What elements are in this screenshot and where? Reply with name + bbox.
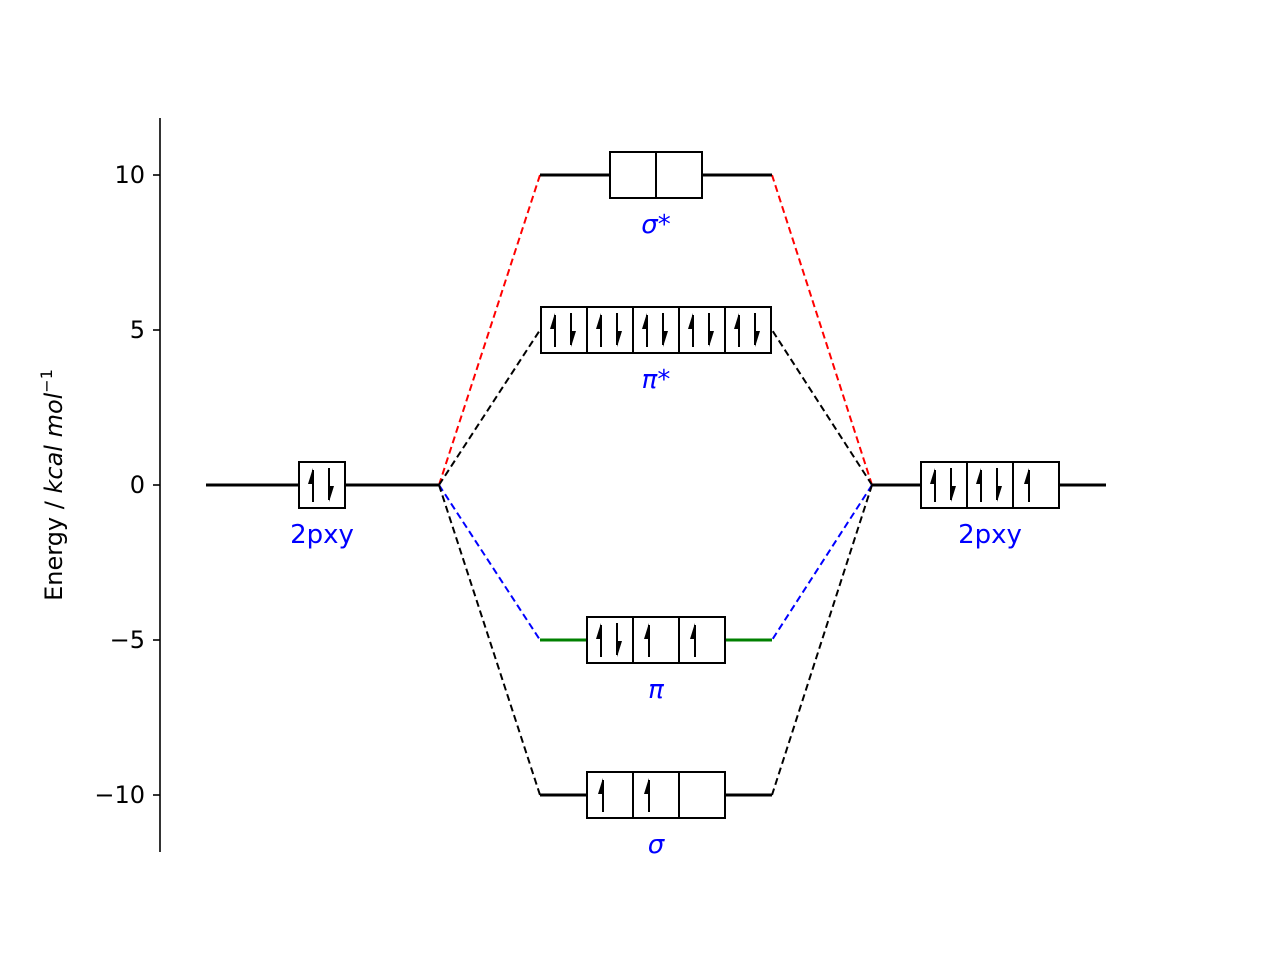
molecular-orbital-level: σ* [540,151,772,240]
energy-levels: 2pxy 2pxy σ* π* π σ [206,151,1106,860]
atomic-orbital-left: 2pxy [206,461,439,550]
y-axis-title-unit: kcal mol [40,392,68,493]
connection-line-right [771,484,873,796]
y-axis-title-exponent: −1 [37,369,56,393]
orbital-box [586,616,634,664]
orbital-label: π [648,675,664,705]
spin-up-arrowhead [644,623,649,639]
orbital-box [298,461,346,509]
orbital-box [632,306,680,354]
orbital-label: π* [642,365,671,395]
spin-up-arrowhead [598,778,603,794]
spin-up-arrowhead [308,468,313,484]
orbital-box [586,771,634,819]
molecular-orbital-level: π [540,616,772,705]
y-tick-label: 5 [130,316,145,344]
orbital-box [966,461,1014,509]
spin-up-arrowhead [596,623,601,639]
spin-up-arrowhead [688,313,693,329]
y-axis-title-plain: Energy / [40,494,68,601]
spin-up-arrowhead [596,313,601,329]
orbital-box [920,461,968,509]
connection-lines [438,174,873,796]
y-axis-ticks: 10 5 0 −5 −10 [94,161,160,809]
spin-up-arrowhead [550,313,555,329]
orbital-box [678,306,726,354]
spin-down-arrowhead [997,486,1002,502]
spin-down-arrowhead [663,331,668,347]
orbital-box [1012,461,1060,509]
spin-down-arrowhead [617,331,622,347]
molecular-orbital-level: π* [540,306,772,395]
spin-down-arrowhead [617,641,622,657]
orbital-label: 2pxy [958,520,1022,550]
spin-up-arrowhead [976,468,981,484]
atomic-orbital-right: 2pxy [872,461,1106,550]
spin-down-arrowhead [571,331,576,347]
orbital-label: 2pxy [290,520,354,550]
orbital-label: σ [648,830,666,860]
connection-line-left [438,484,541,641]
spin-up-arrowhead [734,313,739,329]
spin-up-arrowhead [1024,468,1029,484]
y-tick-label: 0 [130,471,145,499]
spin-down-arrowhead [951,486,956,502]
orbital-label: σ* [641,210,670,240]
orbital-box [586,306,634,354]
orbital-box [678,771,726,819]
spin-up-arrowhead [642,313,647,329]
orbital-box [632,616,680,664]
spin-up-arrowhead [930,468,935,484]
connection-line-right [771,174,873,486]
connection-line-right [771,329,873,486]
orbital-box [609,151,657,199]
molecular-orbital-level: σ [540,771,772,860]
y-tick-label: −10 [94,781,145,809]
connection-line-left [438,174,541,486]
connection-line-left [438,329,541,486]
orbital-box [655,151,703,199]
y-tick-label: 10 [114,161,145,189]
spin-down-arrowhead [329,486,334,502]
spin-up-arrowhead [644,778,649,794]
connection-line-left [438,484,541,796]
orbital-box [540,306,588,354]
spin-up-arrowhead [690,623,695,639]
orbital-box [632,771,680,819]
y-tick-label: −5 [110,626,145,654]
spin-down-arrowhead [755,331,760,347]
y-axis-title: Energy / kcal mol−1 [37,369,68,601]
energy-axis: 10 5 0 −5 −10 Energy / kcal mol−1 [37,118,161,852]
orbital-box [724,306,772,354]
orbital-box [678,616,726,664]
spin-down-arrowhead [709,331,714,347]
connection-line-right [771,484,873,641]
